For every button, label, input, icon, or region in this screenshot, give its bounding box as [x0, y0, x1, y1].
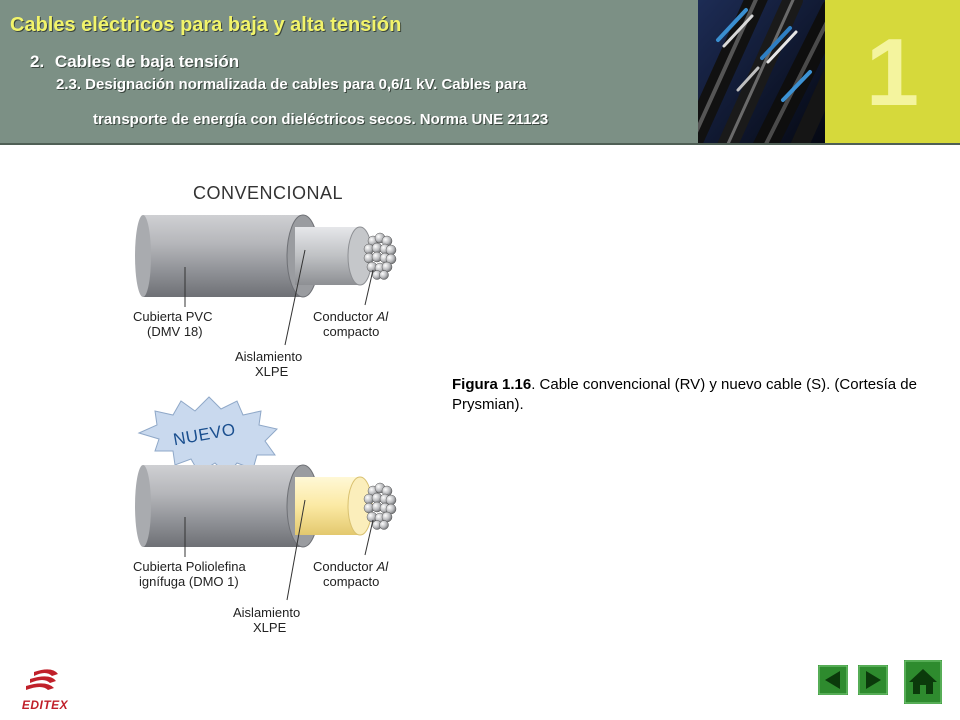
subsection-title-line2: transporte de energía con dieléctricos s…: [93, 111, 549, 128]
previous-slide-button[interactable]: [818, 665, 848, 695]
conventional-cable-drawing: [135, 214, 397, 346]
bottom-sheath-label: Cubierta Poliolefina ignífuga (DMO 1): [133, 559, 246, 589]
conventional-title: CONVENCIONAL: [193, 183, 344, 203]
bottom-sheath-label-line1: Cubierta Poliolefina: [133, 559, 246, 574]
figure-caption-text: . Cable convencional (RV) y nuevo cable …: [452, 376, 917, 413]
house-icon: [904, 660, 942, 704]
section-title: Cables de baja tensión: [54, 52, 240, 71]
chapter-number-box: 1: [825, 0, 960, 145]
top-conductor-label-text: Conductor: [313, 309, 377, 324]
top-sheath-label-line1: Cubierta PVC: [133, 309, 213, 324]
bottom-insulation-label-line2: XLPE: [253, 620, 287, 635]
top-sheath-label-line2: (DMV 18): [147, 324, 203, 339]
bottom-conductor-label-line2: compacto: [323, 574, 380, 589]
editex-logo: EDITEX: [12, 668, 78, 712]
top-conductor-label: Conductor Al compacto: [313, 309, 388, 339]
subsection-title-line1: 2.3. Designación normalizada de cables p…: [56, 76, 527, 93]
bottom-conductor-label: Conductor Al compacto: [313, 559, 388, 589]
cables-figure: CONVENCIONAL Cubierta PVC (DMV 18) Condu…: [125, 175, 425, 655]
bottom-conductor-label-text: Conductor: [313, 559, 377, 574]
next-slide-button[interactable]: [858, 665, 888, 695]
triangle-right-icon: [858, 665, 888, 695]
nuevo-starburst-badge: [137, 396, 278, 476]
top-conductor-label-al: Al: [376, 309, 389, 324]
logo-text: EDITEX: [21, 698, 69, 712]
bottom-insulation-label: Aislamiento XLPE: [233, 605, 300, 635]
cables-photo: [698, 0, 825, 145]
header-band: Cables eléctricos para baja y alta tensi…: [0, 0, 698, 145]
home-button[interactable]: [904, 660, 942, 704]
section-number: 2.: [30, 52, 45, 71]
top-insulation-label-line1: Aislamiento: [235, 349, 303, 364]
bottom-insulation-label-line1: Aislamiento: [233, 605, 301, 620]
new-cable-drawing: [135, 396, 397, 601]
bottom-sheath-label-line2: ignífuga (DMO 1): [139, 574, 239, 589]
triangle-left-icon: [818, 665, 848, 695]
top-insulation-label-line2: XLPE: [255, 364, 289, 379]
chapter-number: 1: [865, 19, 920, 126]
top-insulation-label: Aislamiento XLPE: [235, 349, 302, 379]
top-sheath-label: Cubierta PVC (DMV 18): [133, 309, 212, 339]
figure-caption-number: Figura 1.16: [452, 376, 532, 393]
bottom-conductor-label-al: Al: [376, 559, 389, 574]
top-conductor-label-line2: compacto: [323, 324, 380, 339]
presentation-title: Cables eléctricos para baja y alta tensi…: [10, 14, 402, 36]
figure-caption: Figura 1.16. Cable convencional (RV) y n…: [452, 375, 942, 415]
section-heading: 2. Cables de baja tensión: [30, 52, 239, 72]
